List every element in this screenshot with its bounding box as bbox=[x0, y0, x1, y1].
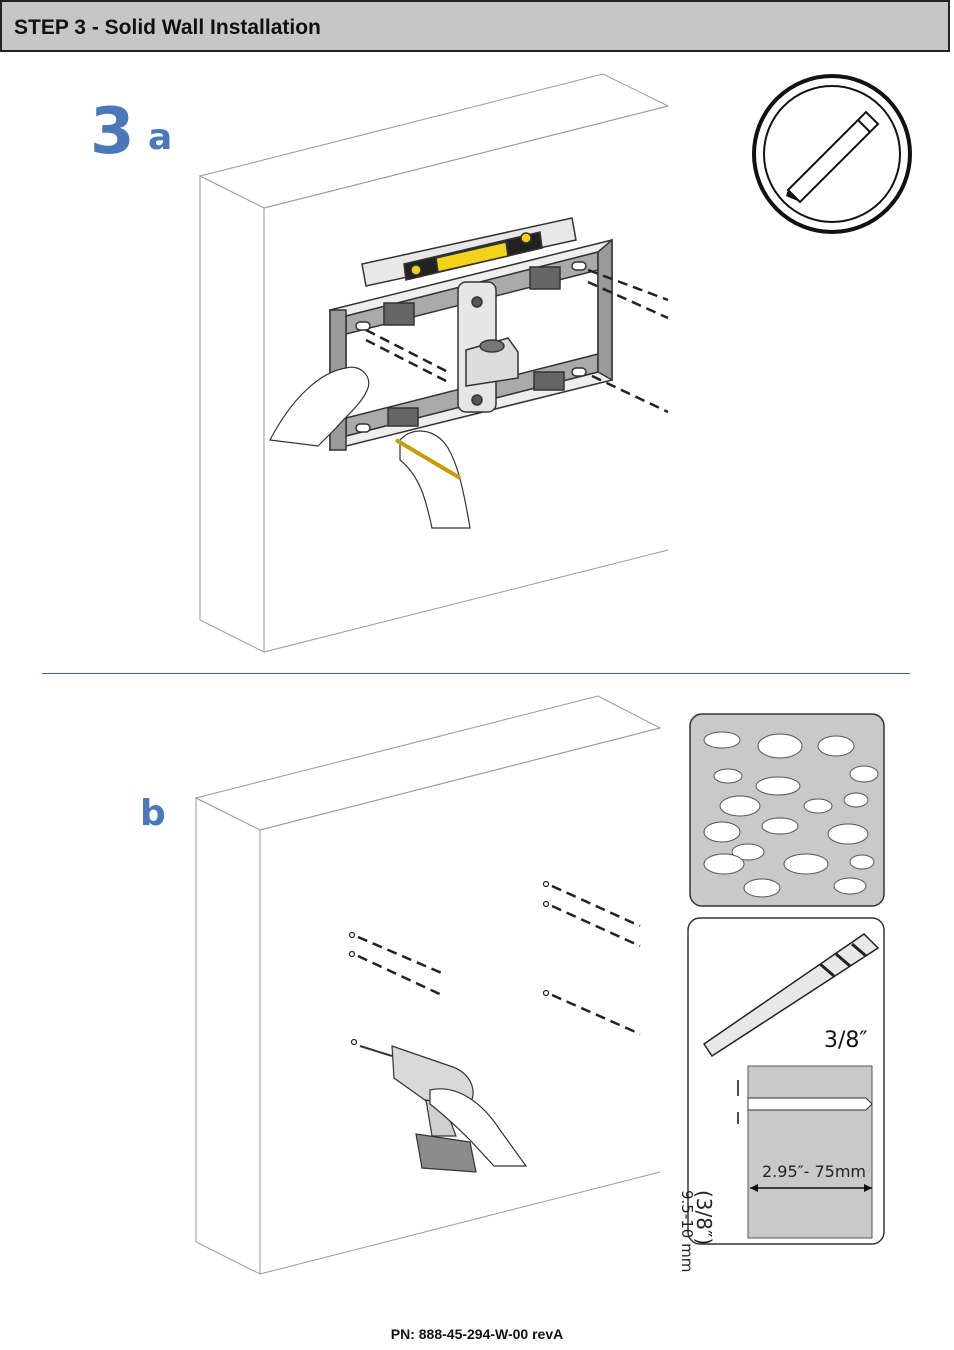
bit-size-label: 3/8″ bbox=[824, 1028, 868, 1053]
level-icon bbox=[361, 217, 577, 287]
drill-icon bbox=[359, 1045, 528, 1173]
pencil-icon bbox=[752, 74, 912, 234]
concrete-icon bbox=[689, 713, 885, 907]
part-number: PN: 888-45-294-W-00 revA bbox=[390, 1326, 564, 1342]
drill-holes-b bbox=[348, 880, 641, 1046]
guide-lines-a bbox=[365, 268, 669, 414]
bit-diameter-labels: (3/8″) 9.5-10 mm bbox=[678, 1110, 740, 1272]
step-number: 3 bbox=[90, 95, 135, 169]
header-bar: STEP 3 - Solid Wall Installation bbox=[0, 0, 950, 52]
wall-bracket-icon bbox=[329, 238, 613, 451]
wall-a bbox=[198, 73, 670, 653]
section-divider bbox=[42, 673, 910, 674]
drill-bit-icon bbox=[702, 933, 880, 1058]
substep-a-label: a bbox=[148, 117, 173, 158]
hand-holding-pencil bbox=[269, 366, 471, 529]
wall-b bbox=[194, 695, 662, 1275]
substep-b-label: b bbox=[140, 793, 166, 834]
page-title: STEP 3 - Solid Wall Installation bbox=[14, 16, 321, 39]
drill-depth-label: 2.95″- 75mm bbox=[762, 1162, 866, 1181]
bit-diameter-mm: 9.5-10 mm bbox=[678, 1190, 696, 1273]
drill-bit-panel bbox=[687, 917, 885, 1245]
